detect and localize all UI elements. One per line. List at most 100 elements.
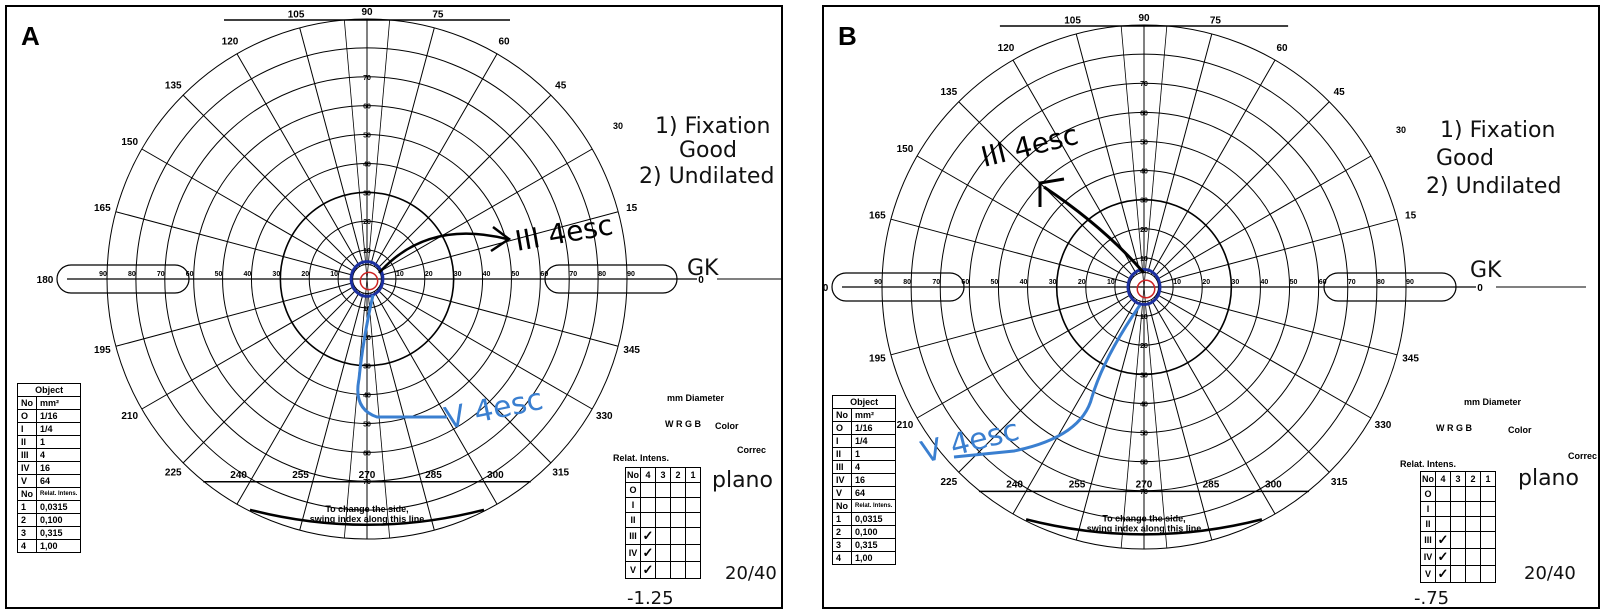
cell: O [17,409,37,423]
relat-label: Relat. Intens. [613,453,670,463]
angle-label-0: 0 [698,275,704,286]
perimetry-chart-a: To change the side,swing index along thi… [37,7,781,540]
relat-cell [1450,516,1466,532]
cell: 1 [832,512,852,526]
ring-label-right-70: 70 [1348,279,1356,286]
panel-a: To change the side,swing index along thi… [5,5,783,609]
cell: Relat. Intens. [850,499,897,513]
angle-label-270: 270 [1136,479,1153,490]
instruction-line-1: To change the side, [1102,513,1185,523]
meridian-195 [890,290,1131,356]
note-good: Good [679,138,737,163]
angle-label-90: 90 [361,7,373,18]
relat-row-label: V [1420,565,1436,583]
ring-label-down-20: 20 [363,335,371,342]
relat-cell [1450,565,1466,583]
ring-label-left-20: 20 [301,271,309,278]
cell: IV [832,473,852,487]
relat-cell [655,544,671,562]
cell: 0,100 [35,513,82,527]
meridian-330 [379,285,593,410]
cell: 0,0315 [35,500,82,514]
angle-label-330: 330 [1375,420,1392,431]
note-acuity: 20/40 [1524,563,1576,584]
meridian-210 [916,293,1132,419]
meridian-240 [236,291,361,505]
angle-label-180: 180 [37,275,54,286]
angle-label-135: 135 [940,87,957,98]
angle-label-330: 330 [596,411,613,422]
angle-label-225: 225 [940,477,957,488]
ring-label-right-20: 20 [1202,279,1210,286]
central-isopter-red [1136,279,1156,299]
ring-label-right-40: 40 [483,271,491,278]
left-axis-oval [831,272,965,302]
cell: No [17,396,37,410]
cell: 4 [832,551,852,565]
meridian-75 [370,27,435,266]
angle-label-150: 150 [897,144,914,155]
note-bottom-value: -.75 [1414,588,1450,609]
check-mark-icon: ✓ [642,528,654,543]
cell: 4 [17,539,37,553]
cell: Relat. Intens. [35,487,82,501]
angle-label-255: 255 [1069,479,1086,490]
relat-row-label: IV [625,544,641,562]
cell: II [17,435,37,449]
angle-label-285: 285 [425,470,442,481]
correc-label: Correc [737,445,767,455]
note-correction: plano [712,468,773,493]
cell: 1,00 [850,551,897,565]
central-isopter-blue [349,260,385,298]
relat-row-label: I [1420,501,1436,517]
cell: 16 [850,473,897,487]
relat-cell [1450,501,1466,517]
relat-cell [1435,486,1451,502]
ring-label-up-60: 60 [1140,110,1148,117]
instruction-line-2: swing index along this line [1087,523,1202,533]
meridian-225 [182,288,358,464]
relat-row-label: II [625,512,641,528]
meridian-15 [1157,218,1398,284]
angle-label-345: 345 [1402,353,1419,364]
meridian-85 [1143,25,1168,288]
relat-cell [685,497,701,513]
ring-label-down-10: 10 [1140,314,1148,321]
ring-label-left-10: 10 [330,271,338,278]
meridian-275 [1143,286,1168,549]
angle-label-195: 195 [94,345,111,356]
cell: 0,315 [35,526,82,540]
ring-label-left-60: 60 [961,279,969,286]
note-initials: GK [687,256,719,281]
ring-label-right-10: 10 [1173,279,1181,286]
cell: 1/4 [35,422,82,436]
angle-label-120: 120 [222,37,239,48]
swing-index-arc [249,508,485,527]
angle-label-75: 75 [432,9,444,20]
ring-label-left-80: 80 [903,279,911,286]
cell: 1 [35,435,82,449]
relat-cell [685,512,701,528]
cell: 3 [17,526,37,540]
relat-cell: ✓ [640,544,656,562]
cell: III [832,460,852,474]
instruction-line-1: To change the side, [325,504,408,514]
meridian-45 [1153,101,1330,278]
cell: O [832,421,852,435]
ring-label-up-70: 70 [1140,81,1148,88]
prefix-30: 30 [613,121,624,131]
ring-label-left-70: 70 [932,279,940,286]
meridian-75 [1147,33,1213,274]
ring-label-up-40: 40 [1140,169,1148,176]
cell: mm² [850,408,897,422]
relat-cell [1465,516,1481,532]
relat-cell: ✓ [1435,531,1451,549]
angle-label-240: 240 [230,470,247,481]
relat-col-header: No [1420,471,1436,487]
angle-label-105: 105 [288,9,305,20]
note-initials: GK [1470,258,1502,283]
angle-label-0: 0 [1477,283,1483,294]
